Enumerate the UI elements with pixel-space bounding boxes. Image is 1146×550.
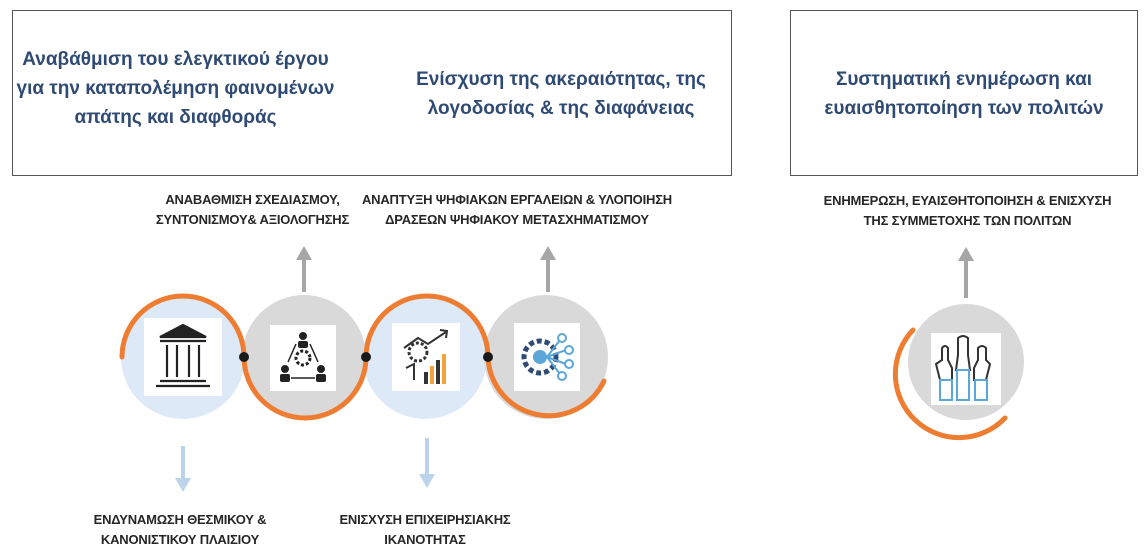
connector-dot (483, 352, 493, 362)
arrow-up-digital (540, 246, 556, 292)
arrow-down-institutional (175, 446, 191, 492)
label-awareness: ΕΝΗΜΕΡΩΣΗ, ΕΥΑΙΣΘΗΤΟΠΟΙΗΣΗ & ΕΝΙΣΧΥΣΗ ΤΗ… (823, 193, 1112, 228)
heading-fraud-control: Αναβάθμιση του ελεγκτικού έργου για την … (16, 49, 335, 128)
label-digital: ΑΝΑΠΤΥΞΗ ΨΗΦΙΑΚΩΝ ΕΡΓΑΛΕΙΩΝ & ΥΛΟΠΟΙΗΣΗ … (361, 192, 672, 227)
building-icon (156, 323, 210, 388)
label-institutional: ΕΝΔΥΝΑΜΩΣΗ ΘΕΣΜΙΚΟΥ & ΚΑΝΟΝΙΣΤΙΚΟΥ ΠΛΑΙΣ… (93, 512, 267, 547)
connector-dot (239, 352, 249, 362)
objectives-box-right: Συστηματική ενημέρωση και ευαισθητοποίησ… (790, 10, 1138, 176)
arrow-down-operational (419, 438, 435, 488)
label-planning: ΑΝΑΒΑΘΜΙΣΗ ΣΧΕΔΙΑΣΜΟΥ, ΣΥΝΤΟΝΙΣΜΟΥ& ΑΞΙΟ… (155, 192, 350, 227)
raised-hands-icon (934, 335, 992, 401)
arrow-up-awareness (958, 247, 974, 298)
team-gear-icon (280, 332, 326, 382)
orange-wave (119, 293, 1008, 441)
connector-dot (361, 352, 371, 362)
heading-citizens: Συστηματική ενημέρωση και ευαισθητοποίησ… (824, 69, 1104, 119)
label-operational: ΕΝΙΣΧΥΣΗ ΕΠΙΧΕΙΡΗΣΙΑΚΗΣ ΙΚΑΝΟΤΗΤΑΣ (339, 512, 511, 547)
growth-chart-icon (403, 329, 449, 384)
arrow-up-planning (296, 246, 312, 292)
heading-integrity: Ενίσχυση της ακεραιότητας, της λογοδοσία… (416, 69, 706, 119)
objectives-box-left: Αναβάθμιση του ελεγκτικού έργου για την … (12, 10, 732, 176)
network-gear-icon (521, 333, 574, 381)
